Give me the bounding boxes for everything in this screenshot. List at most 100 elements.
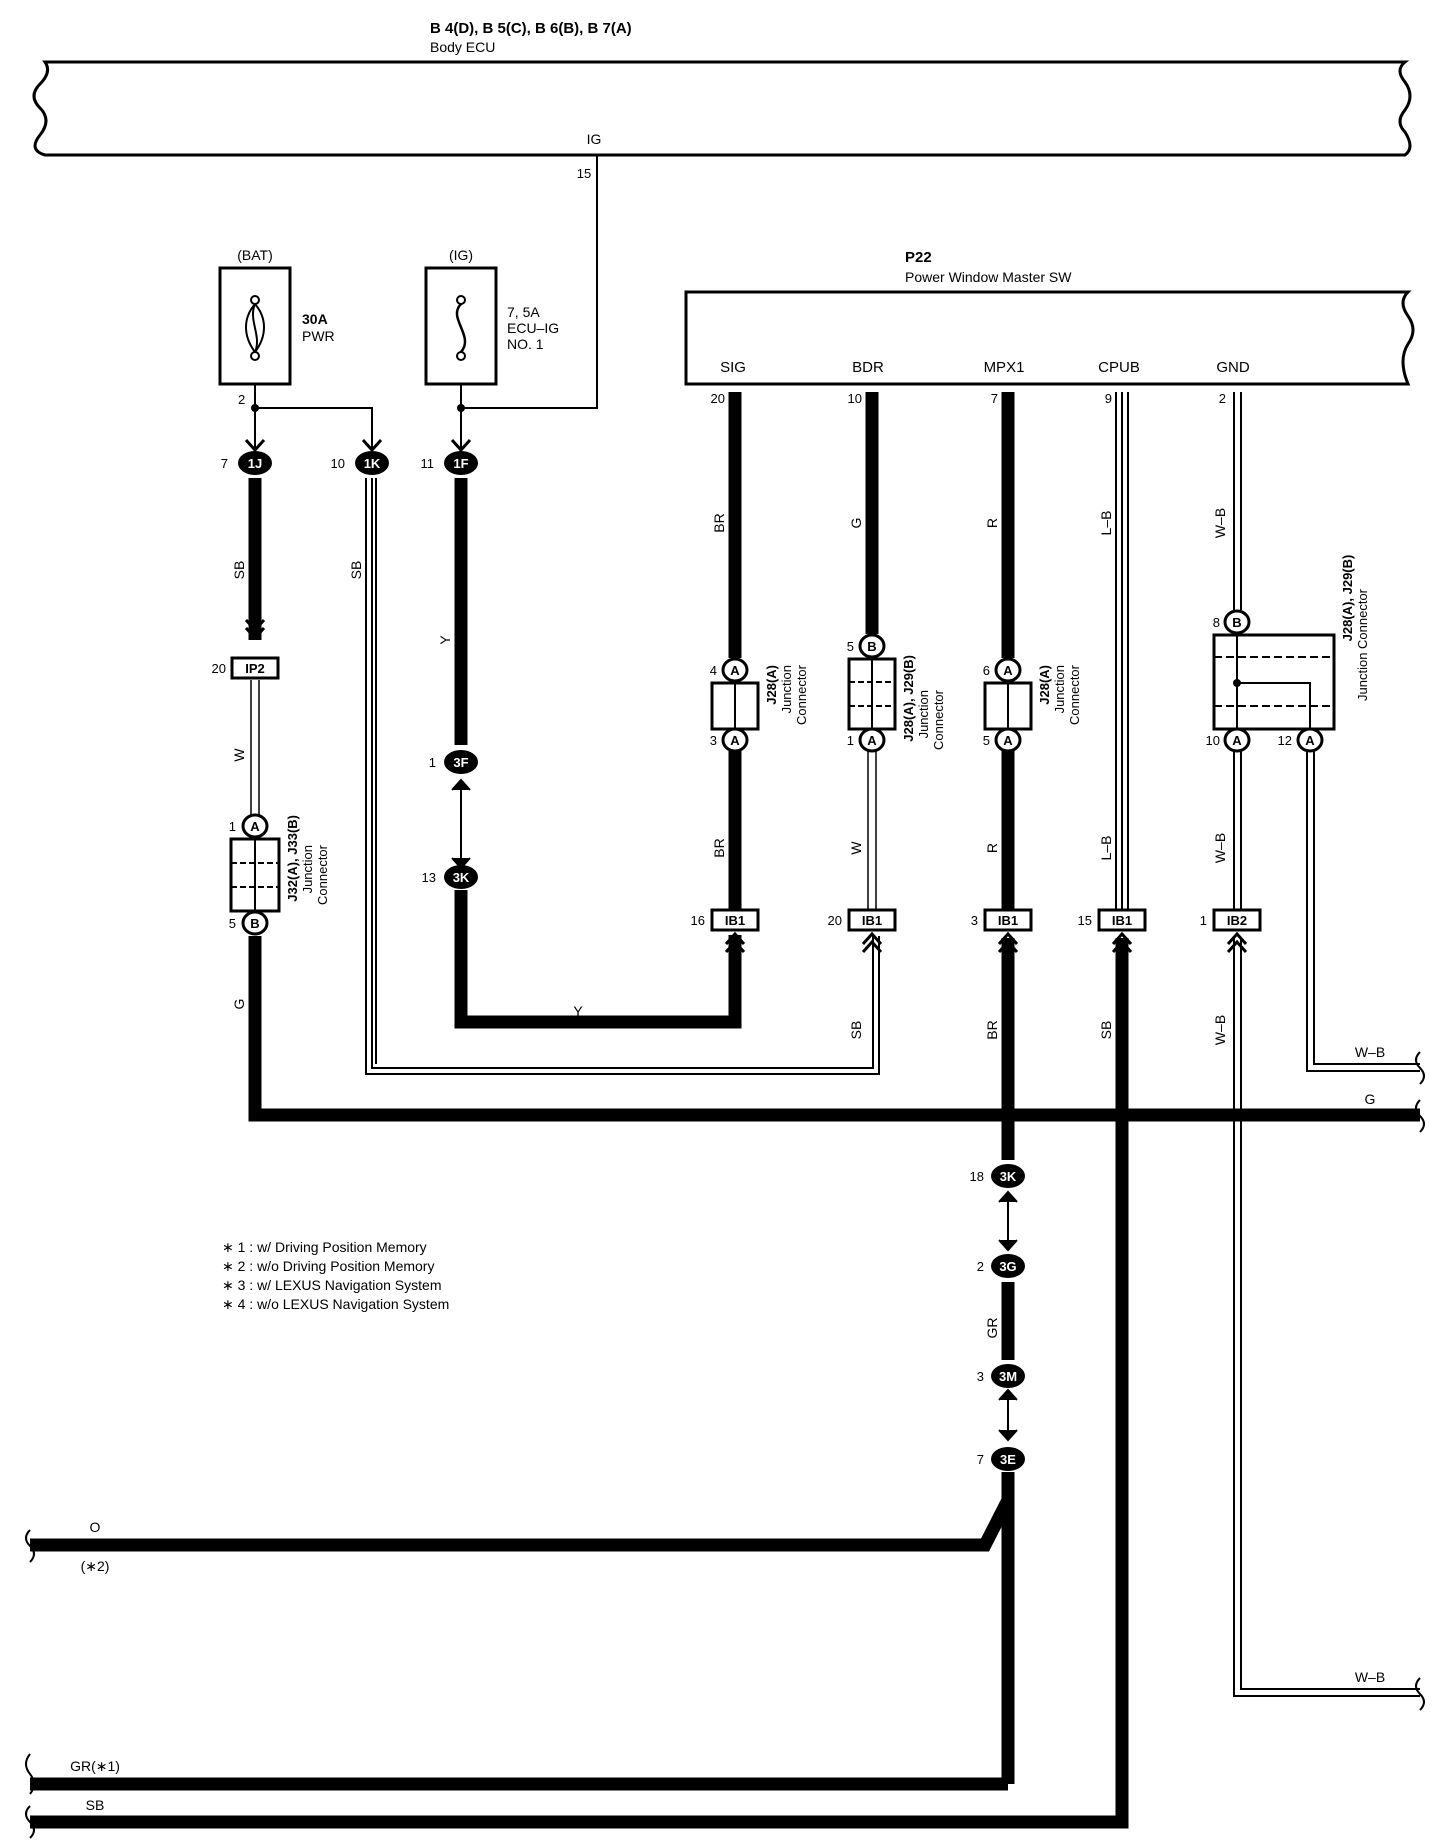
arrow-ip2-2 <box>244 618 266 633</box>
label-wb-gnd3: W–B <box>1212 1015 1228 1045</box>
connector-ib1-d-code: IB1 <box>1112 913 1132 928</box>
fuse-pwr-icon <box>245 303 265 353</box>
j32-bottom-pin-shape <box>241 910 269 936</box>
label-br-sig2: BR <box>711 838 727 857</box>
arrow-ib2-2 <box>1226 939 1248 954</box>
label-sb-1k: SB <box>348 561 364 580</box>
j32-top-pin: 1 <box>229 819 236 834</box>
j28-gnd-top-pin-shape <box>1223 609 1251 635</box>
j28-sig-top-letter: A <box>730 663 740 678</box>
connector-3f-arrow <box>451 778 471 791</box>
wire-color-labels: SB SB W G Y Y BR BR G W SB R R BR GR L–B… <box>70 508 1385 1813</box>
j28-mpx-bottom-pin-shape <box>994 727 1022 753</box>
j28-bdr-label-3: Connector <box>931 689 946 750</box>
j28-mpx-top-pin-shape <box>994 657 1022 683</box>
connector-arrows <box>244 618 1248 954</box>
connector-1f-shape <box>444 451 478 475</box>
j28-gnd-splice <box>1233 679 1241 687</box>
j28-mpx-bottom-letter: A <box>1003 733 1013 748</box>
j28-gnd-bottom-letter: A <box>1232 733 1242 748</box>
j28-gnd-bottom2-pin-shape <box>1296 727 1324 753</box>
label-wb-right1: W–B <box>1355 1044 1385 1060</box>
fuse-ig-rating: 7, 5A <box>507 304 540 320</box>
splice-pwr <box>251 404 259 412</box>
connector-ib1-b: IB1 20 <box>828 908 897 932</box>
arrow-ib1-c-2 <box>997 939 1019 954</box>
connector-1k-shape <box>355 451 389 475</box>
connector-3k-a-pin: 13 <box>422 870 436 885</box>
fuse-pwr-supply: (BAT) <box>237 247 273 263</box>
junction-j28-sig: A 4 A 3 J28(A) Junction Connector <box>710 657 809 753</box>
body-ecu-box <box>32 60 1412 157</box>
label-g-bdr: G <box>848 518 864 529</box>
connector-3g-code: 3G <box>999 1259 1016 1274</box>
junction-j28-mpx: A 6 A 5 J28(A) Junction Connector <box>983 657 1082 753</box>
connector-3f-shape <box>444 750 478 774</box>
connector-ib1-d-box <box>1097 908 1147 932</box>
j28-mpx-top-letter: A <box>1003 663 1013 678</box>
label-wb-gnd2: W–B <box>1212 833 1228 863</box>
arrow-ib1-a-2 <box>724 939 746 954</box>
switch-pin-sig: SIG <box>720 359 746 376</box>
switch-name: Power Window Master SW <box>905 269 1072 285</box>
wire-pwr-branch-1k <box>255 407 373 448</box>
switch-pin-number-bdr: 10 <box>848 391 862 406</box>
connector-3f-code: 3F <box>453 755 468 770</box>
arrow-ib1-b-1 <box>861 931 883 946</box>
switch-pin-mpx1: MPX1 <box>984 359 1025 376</box>
j28-gnd-bus-h <box>1237 682 1311 729</box>
connector-ib1-b-pin: 20 <box>828 913 842 928</box>
connector-3k-b-shape <box>991 1164 1025 1188</box>
break-left-gr <box>25 1753 35 1795</box>
connector-ib2-pin: 1 <box>1200 913 1207 928</box>
connector-1f-code: 1F <box>453 456 468 471</box>
j28-bdr-top-pin: 5 <box>847 639 854 654</box>
connector-1j-pin: 7 <box>221 456 228 471</box>
connector-3k-b: 3K 18 <box>970 1164 1025 1203</box>
label-r-mpx: R <box>984 518 1000 528</box>
j28-mpx-label-2: Junction <box>1052 665 1067 713</box>
switch-pin-number-gnd: 2 <box>1219 391 1226 406</box>
rect-connectors: IP2 20 IB1 16 IB1 20 IB1 3 IB1 15 IB2 1 <box>212 656 1262 932</box>
connector-ib1-b-box <box>847 908 897 932</box>
wire-wb-ib2-a <box>1233 938 1420 1697</box>
connector-1f-arrow <box>450 438 472 453</box>
wire-sb-1k-inner <box>367 478 878 1073</box>
j32-bottom-pin: 5 <box>229 916 236 931</box>
j28-mpx-top-pin: 6 <box>983 663 990 678</box>
connector-ib1-a-pin: 16 <box>691 913 705 928</box>
connector-3m-shape <box>991 1364 1025 1388</box>
label-g-j32: G <box>231 999 247 1010</box>
j28-gnd-bottom-pin: 10 <box>1206 733 1220 748</box>
switch-pin-gnd: GND <box>1216 359 1250 376</box>
j28-gnd-label-1: J28(A), J29(B) <box>1340 555 1355 642</box>
switch-pin-number-mpx1: 7 <box>991 391 998 406</box>
connector-3g-arrow <box>998 1239 1018 1252</box>
j28-gnd-top-pin: 8 <box>1213 615 1220 630</box>
junction-j28-gnd: B 8 A 10 A 12 J28(A), J29(B) Junction Co… <box>1206 555 1370 753</box>
fuse-pwr-terminal-bottom <box>250 351 260 361</box>
connector-3g: 3G 2 <box>977 1239 1025 1278</box>
body-ecu-name: Body ECU <box>430 39 495 55</box>
fuse-ecu-ig: (IG) 7, 5A ECU–IG NO. 1 <box>424 247 559 386</box>
power-window-master-switch: P22 Power Window Master SW SIG BDR MPX1 … <box>684 249 1415 406</box>
label-o-note: (∗2) <box>81 1558 110 1574</box>
connector-ib1-a-box <box>710 908 760 932</box>
wires <box>30 156 1420 1829</box>
note-1: ∗ 1 : w/ Driving Position Memory <box>222 1239 427 1255</box>
j32-bottom-letter: B <box>250 916 259 931</box>
body-ecu-pin-number: 15 <box>577 166 591 181</box>
j32-label-1: J32(A), J33(B) <box>285 815 300 902</box>
break-right-wb1 <box>1415 1051 1425 1085</box>
fuse-pwr-name: PWR <box>302 328 335 344</box>
label-g-right: G <box>1365 1091 1376 1107</box>
connector-3e-pin: 7 <box>977 1452 984 1467</box>
body-ecu-title: B 4(D), B 5(C), B 6(B), B 7(A) <box>430 20 632 37</box>
connector-3k-b-pin: 18 <box>970 1169 984 1184</box>
label-lb-cpub: L–B <box>1098 511 1114 536</box>
label-w-bdr: W <box>848 841 864 855</box>
label-wb-gnd: W–B <box>1212 508 1228 538</box>
junction-j28-bdr: B 5 A 1 J28(A), J29(B) Junction Connecto… <box>847 633 946 753</box>
arrow-ip2-1 <box>244 626 266 641</box>
break-marks <box>25 1051 1425 1839</box>
